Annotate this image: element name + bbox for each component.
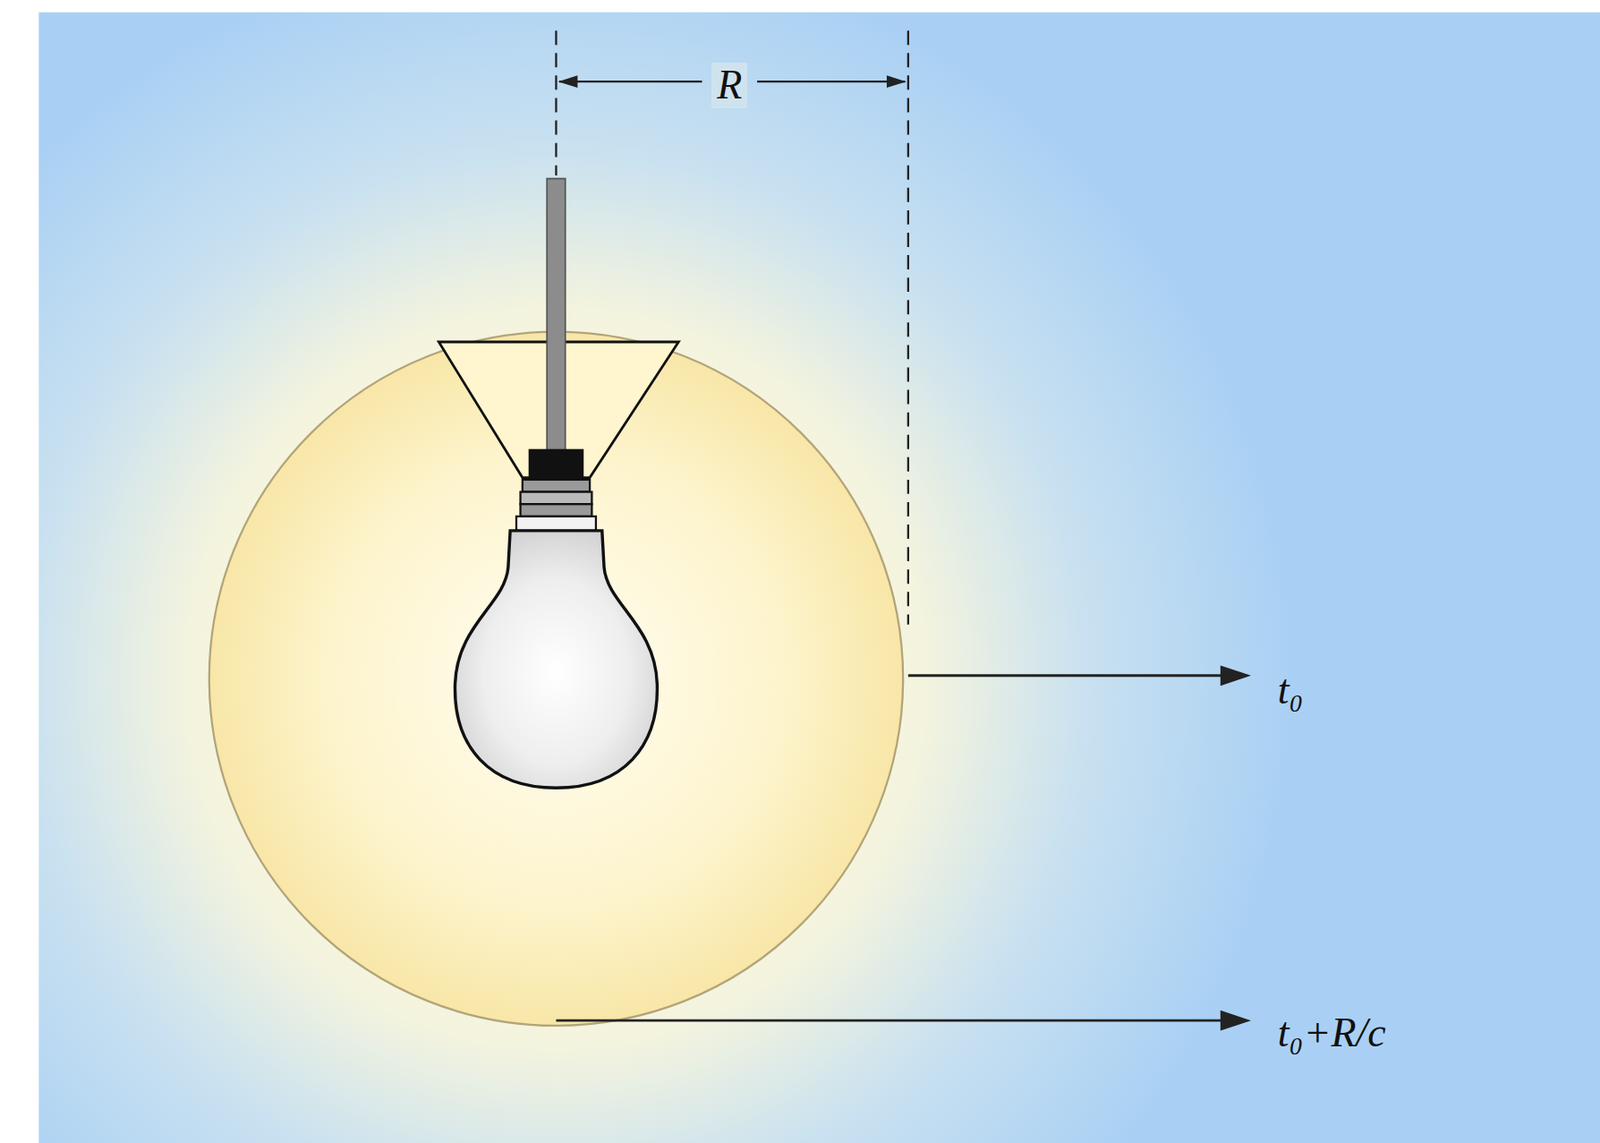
time-label: t₀ xyxy=(1277,667,1304,714)
wavefront-arrow xyxy=(555,1019,1230,1022)
dimension-extension xyxy=(907,30,910,625)
base-collar xyxy=(516,516,596,531)
base-thread xyxy=(520,492,593,505)
base-thread xyxy=(522,479,590,493)
base-thread xyxy=(520,503,593,517)
time-label: t₀+R/c xyxy=(1277,1010,1387,1056)
arrowhead xyxy=(1220,664,1252,686)
arrowhead xyxy=(1220,1010,1252,1031)
wavefront-arrow xyxy=(908,673,1230,677)
dimension-line xyxy=(559,80,703,83)
cord xyxy=(546,178,566,453)
dimension-line xyxy=(757,80,905,83)
dimension-extension xyxy=(554,30,557,176)
dimension-label: R xyxy=(711,62,748,109)
bulb-glass xyxy=(454,530,657,788)
arrowhead xyxy=(886,75,907,88)
arrowhead xyxy=(558,75,579,88)
background-glow xyxy=(38,12,1600,1143)
socket xyxy=(528,449,585,480)
